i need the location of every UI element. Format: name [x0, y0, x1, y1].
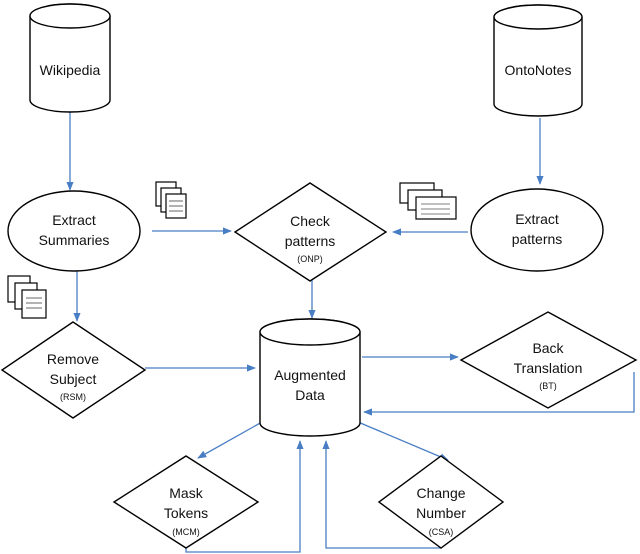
- extract-patterns-line1: Extract: [515, 211, 559, 227]
- back-translation-line2: Translation: [514, 360, 583, 376]
- extract-summaries-line2: Summaries: [39, 232, 110, 248]
- mask-tokens-line2: Tokens: [164, 505, 208, 521]
- remove-subject-code: (RSM): [60, 392, 86, 402]
- mask-tokens-line1: Mask: [169, 485, 203, 501]
- check-patterns-code: (ONP): [297, 254, 323, 264]
- connectors: [66, 112, 635, 553]
- change-number-code: (CSA): [429, 527, 454, 537]
- remove-subject-line2: Subject: [50, 371, 97, 387]
- database-top: [259, 318, 361, 346]
- wikipedia-database: Wikipedia: [29, 3, 111, 113]
- extract-patterns-node: Extract patterns: [470, 188, 604, 272]
- arrow-mask-to-augmented: [185, 440, 304, 553]
- arrow-augmented-to-change: [357, 421, 449, 461]
- database-top: [29, 3, 111, 29]
- document-stack-icon: [7, 275, 47, 319]
- check-patterns-line2: patterns: [285, 233, 336, 249]
- mask-tokens-diamond: [112, 455, 260, 549]
- ontonotes-label: OntoNotes: [505, 62, 572, 78]
- mask-tokens-code: (MCM): [172, 527, 200, 537]
- remove-subject-line1: Remove: [47, 351, 99, 367]
- remove-subject-diamond: [0, 321, 147, 419]
- augmented-data-line2: Data: [295, 387, 325, 403]
- back-translation-code: (BT): [539, 381, 557, 391]
- check-patterns-line1: Check: [290, 213, 331, 229]
- augmented-data-line1: Augmented: [274, 367, 346, 383]
- extract-patterns-ellipse: [470, 188, 604, 272]
- augmented-data-database: Augmented Data: [259, 318, 361, 437]
- document-stack-icon: [399, 182, 457, 220]
- change-number-line1: Change: [416, 485, 465, 501]
- extract-summaries-line1: Extract: [52, 212, 96, 228]
- back-translation-node: Back Translation (BT): [459, 311, 638, 409]
- check-patterns-node: Check patterns (ONP): [233, 182, 388, 282]
- extract-summaries-node: Extract Summaries: [7, 190, 141, 272]
- document-stack-icon: [155, 181, 187, 219]
- ontonotes-database: OntoNotes: [493, 4, 583, 117]
- extract-summaries-ellipse: [7, 190, 141, 272]
- change-number-node: Change Number (CSA): [377, 455, 505, 549]
- arrow-back-to-augmented: [363, 372, 635, 416]
- remove-subject-node: Remove Subject (RSM): [0, 321, 147, 419]
- wikipedia-label: Wikipedia: [40, 62, 101, 78]
- back-translation-line1: Back: [532, 340, 564, 356]
- check-patterns-diamond: [233, 182, 388, 282]
- database-top: [493, 4, 583, 30]
- back-translation-diamond: [459, 311, 638, 409]
- change-number-diamond: [377, 455, 505, 549]
- arrow-augmented-to-mask: [197, 421, 263, 459]
- mask-tokens-node: Mask Tokens (MCM): [112, 455, 260, 549]
- extract-patterns-line2: patterns: [512, 231, 563, 247]
- change-number-line2: Number: [416, 505, 466, 521]
